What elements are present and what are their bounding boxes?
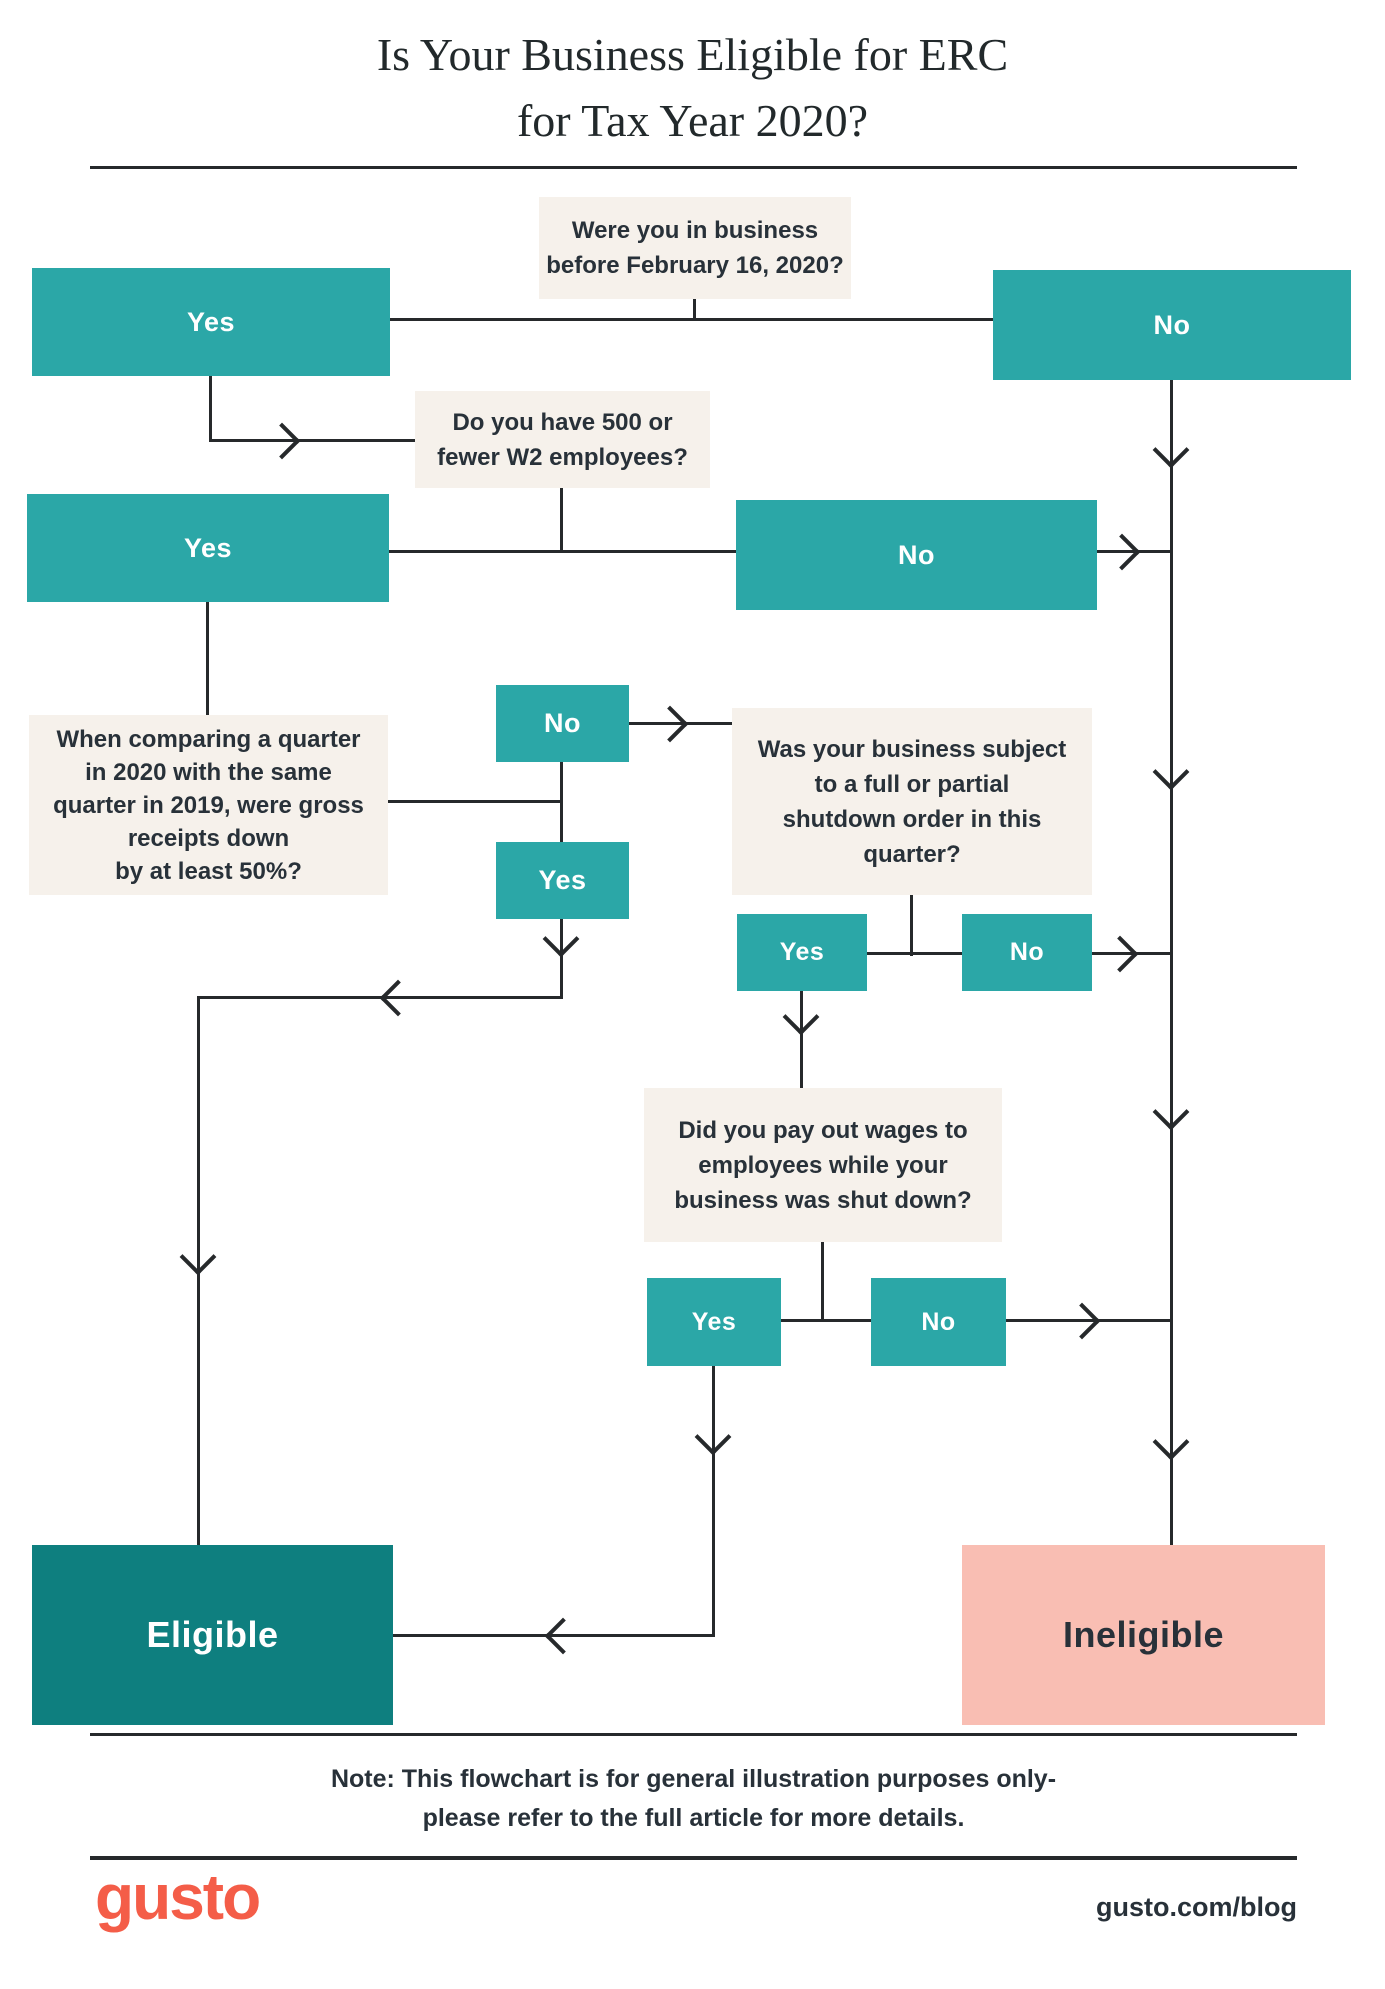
arrow-right-icon (263, 422, 301, 460)
page-title-line2: for Tax Year 2020? (516, 95, 869, 146)
connector-line (781, 1319, 871, 1322)
connector-line (821, 1242, 824, 1322)
gross-receipts-no-box: No (496, 685, 629, 762)
wages-no-box: No (871, 1278, 1006, 1366)
page-title: Is Your Business Eligible for ERC for Ta… (0, 22, 1385, 154)
question-gross-receipts-box: When comparing a quarter in 2020 with th… (29, 715, 388, 895)
arrow-down-icon (1152, 1423, 1190, 1461)
page-title-line1: Is Your Business Eligible for ERC (376, 29, 1009, 80)
note-divider-bottom (90, 1856, 1297, 1860)
connector-line (629, 722, 732, 725)
arrow-down-icon (542, 920, 580, 958)
connector-line (209, 376, 212, 442)
shutdown-yes-box: Yes (737, 914, 867, 991)
w2-no-box: No (736, 500, 1097, 610)
note-divider-top (90, 1733, 1297, 1736)
connector-line (712, 1366, 715, 1637)
blog-url-text: gusto.com/blog (1096, 1892, 1297, 1922)
connector-line (197, 996, 200, 1545)
gusto-logo: gusto (95, 1861, 261, 1933)
connector-line (1170, 380, 1173, 1545)
connector-line (693, 299, 696, 320)
arrow-down-icon (1152, 431, 1190, 469)
wages-yes-box: Yes (647, 1278, 781, 1366)
connector-line (199, 996, 562, 999)
in-business-no-box: No (993, 270, 1351, 380)
arrow-right-icon (1103, 533, 1141, 571)
connector-line (1092, 952, 1172, 955)
in-business-yes-box: Yes (32, 268, 390, 376)
connector-line (389, 550, 736, 553)
arrow-down-icon (694, 1418, 732, 1456)
connector-line (560, 762, 563, 842)
arrow-down-icon (782, 998, 820, 1036)
w2-yes-box: Yes (27, 494, 389, 602)
connector-line (867, 952, 962, 955)
arrow-down-icon (1152, 753, 1190, 791)
connector-line (800, 991, 803, 1088)
connector-line (211, 439, 415, 442)
arrow-left-icon (379, 979, 417, 1017)
arrow-left-icon (544, 1617, 582, 1655)
question-shutdown-order-box: Was your business subject to a full or p… (732, 708, 1092, 895)
title-divider (90, 166, 1297, 169)
question-in-business-box: Were you in business before February 16,… (539, 197, 851, 299)
connector-line (388, 800, 562, 803)
connector-line (206, 602, 209, 715)
connector-line (390, 318, 993, 321)
connector-line (910, 895, 913, 956)
ineligible-box: Ineligible (962, 1545, 1325, 1725)
note-text: Note: This flowchart is for general illu… (330, 1765, 1057, 1832)
connector-line (560, 919, 563, 999)
arrow-right-icon (1063, 1302, 1101, 1340)
connector-line (560, 488, 563, 553)
question-paid-wages-box: Did you pay out wages to employees while… (644, 1088, 1002, 1242)
connector-line (1006, 1319, 1172, 1322)
question-w2-employees-box: Do you have 500 or fewer W2 employees? (415, 391, 710, 488)
shutdown-no-box: No (962, 914, 1092, 991)
connector-line (393, 1634, 714, 1637)
arrow-right-icon (651, 705, 689, 743)
connector-line (1097, 550, 1172, 553)
arrow-down-icon (1152, 1093, 1190, 1131)
arrow-right-icon (1101, 935, 1139, 973)
arrow-down-icon (179, 1238, 217, 1276)
eligible-box: Eligible (32, 1545, 393, 1725)
gross-receipts-yes-box: Yes (496, 842, 629, 919)
